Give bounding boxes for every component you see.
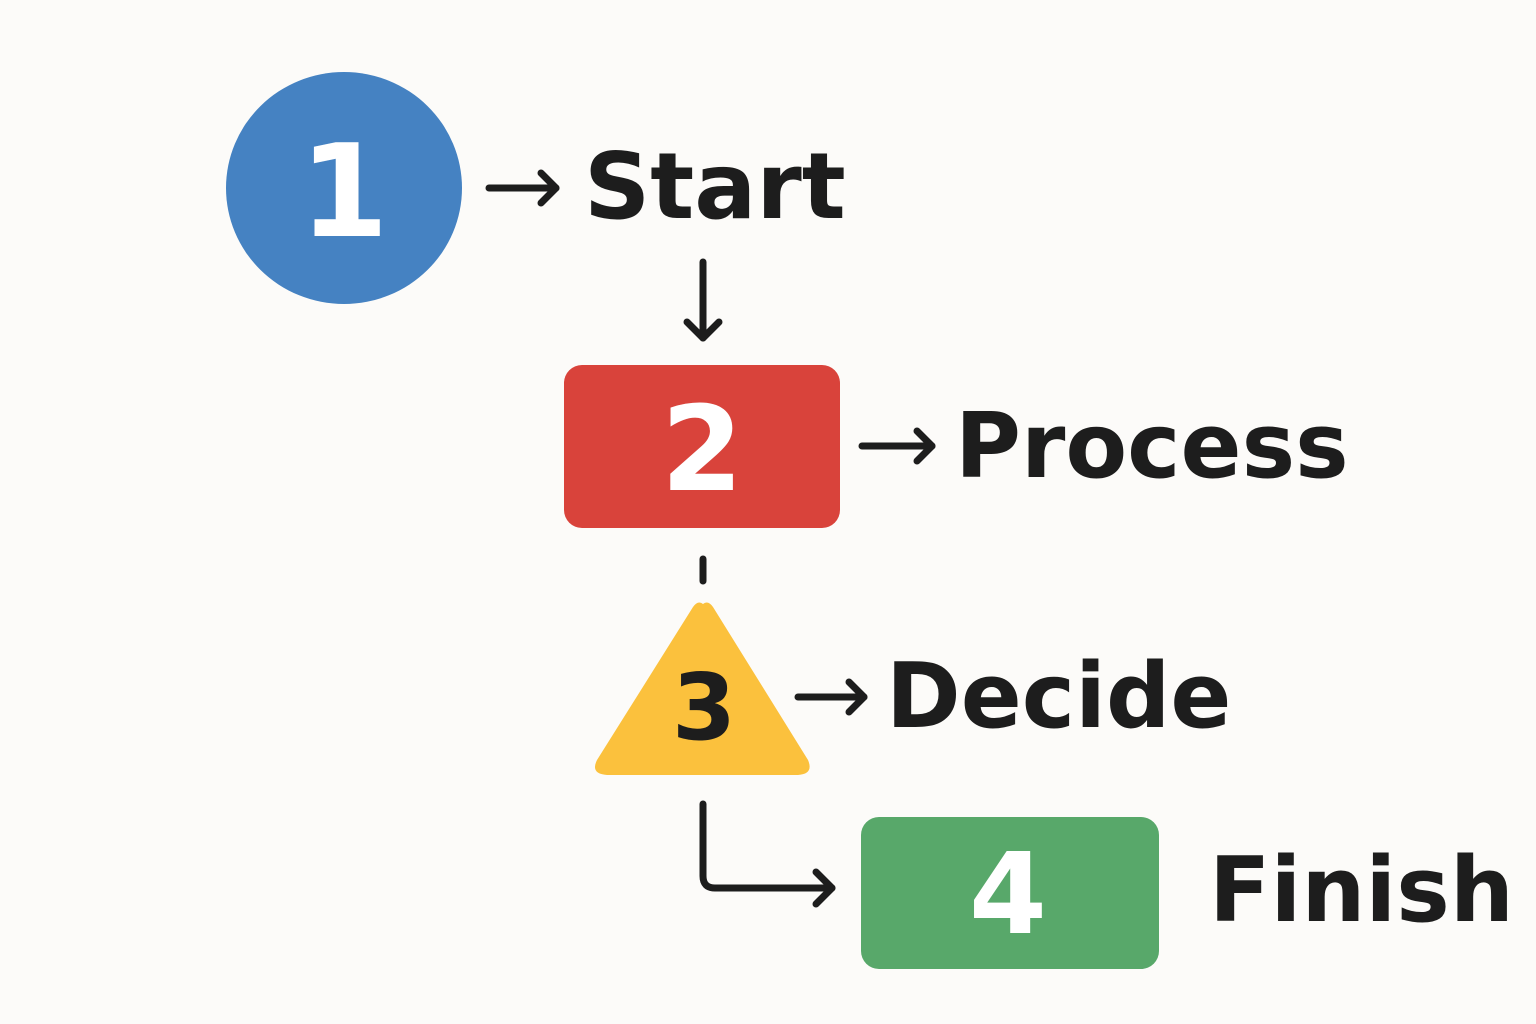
arrow-to-start-head: [537, 169, 560, 207]
step-3-node: 3: [594, 602, 810, 775]
arrow-start-to-process: [683, 258, 723, 342]
step-2-box: [564, 365, 840, 528]
step-3-triangle: [594, 602, 810, 775]
arrow-to-start-label: [485, 169, 560, 207]
step-4-node: 4: [861, 817, 1159, 969]
arrow-to-decide-label: [794, 678, 868, 716]
arrow-to-process-head: [913, 427, 936, 465]
step-3-label: Decide: [886, 644, 1231, 749]
step-4-label: Finish: [1209, 838, 1514, 943]
step-4-number: 4: [969, 830, 1047, 960]
arrow-decide-to-finish-shaft: [699, 800, 836, 892]
step-1-number: 1: [299, 118, 388, 267]
arrow-decide-to-finish-head: [812, 868, 836, 908]
arrow-to-decide-head: [845, 678, 868, 716]
step-1-node: 1: [226, 72, 462, 304]
arrow-start-to-process-head: [683, 318, 723, 342]
step-1-circle: [226, 72, 462, 304]
arrow-to-process-label: [858, 427, 936, 465]
step-3-number: 3: [672, 654, 736, 761]
step-4-box: [861, 817, 1159, 969]
step-1-label: Start: [584, 133, 846, 240]
step-2-node: 2: [564, 365, 840, 528]
step-2-label: Process: [955, 394, 1349, 499]
step-2-number: 2: [661, 380, 743, 518]
arrow-decide-to-finish: [699, 800, 836, 908]
